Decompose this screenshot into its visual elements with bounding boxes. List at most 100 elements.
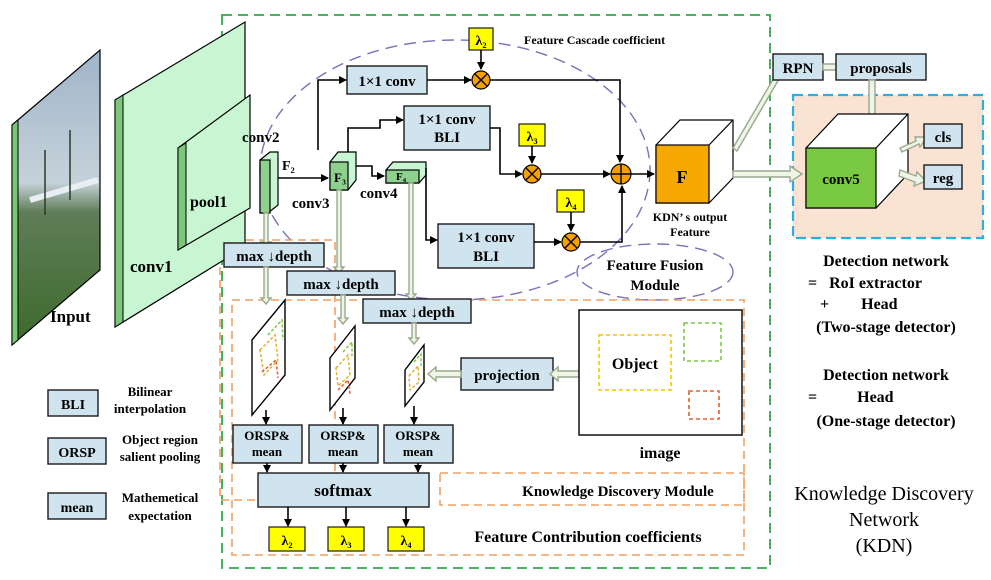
edge-output-conv5 — [732, 164, 804, 184]
box-1x1conv-label: 1×1 conv — [358, 74, 416, 90]
edge-projection-map — [426, 365, 462, 383]
f2-label: F₂ — [282, 159, 295, 174]
legend-bli-box — [47, 389, 99, 417]
saliency-map-f3 — [329, 323, 356, 413]
conv2-front — [259, 159, 271, 214]
edge-image-projection — [548, 365, 580, 383]
detection-title-2: Detection network — [823, 367, 949, 384]
module-title-frame — [439, 472, 745, 506]
edge-bli-a-mult3 — [490, 127, 523, 178]
f3-label: F₃ — [334, 170, 346, 185]
edge-mult4-sum — [580, 185, 626, 243]
output-caption-2: Feature — [670, 225, 710, 239]
detection-blue-frame — [791, 93, 985, 240]
fusion-module-2: Module — [630, 278, 680, 294]
contrib-lambda2-box — [268, 526, 306, 552]
reg-box — [923, 164, 963, 190]
conv5-label: conv5 — [822, 172, 860, 188]
image-green-box — [683, 322, 722, 362]
box-bli-b-line1: 1×1 conv — [457, 230, 515, 246]
contrib-lambda3: λ₃ — [340, 534, 351, 549]
edge-f4-low — [425, 168, 438, 244]
conv5-edge — [875, 113, 909, 149]
orsp-2-line2: mean — [328, 444, 359, 459]
legend-mean-box — [47, 492, 107, 520]
image-label: image — [640, 445, 681, 462]
legend-orsp-box — [47, 437, 107, 465]
box-bli-a-line2: BLI — [434, 130, 460, 146]
edge-f2-top — [317, 76, 347, 150]
edge-f4-maxdepth — [404, 182, 418, 302]
proposals-label: proposals — [850, 61, 912, 77]
edge-f3-mid — [347, 116, 404, 152]
f4-label: F₄ — [396, 171, 407, 183]
saliency-map-f2 — [251, 298, 286, 417]
orsp-1-line2: mean — [252, 444, 283, 459]
cls-label: cls — [935, 130, 952, 146]
input-label: Input — [50, 307, 91, 326]
input-image — [11, 48, 101, 347]
orsp-1-line1: ORSP& — [244, 428, 290, 443]
orsp-box-3 — [383, 424, 454, 464]
output-feature-label: F — [677, 167, 688, 187]
detection-one-1: = Head — [808, 389, 894, 406]
conv3-label: conv3 — [292, 196, 330, 212]
box-1x1conv — [346, 65, 428, 95]
cascade-lambda4: λ₄ — [565, 196, 577, 211]
fusion-module-1: Feature Fusion — [607, 258, 704, 274]
orsp-3-line2: mean — [403, 444, 434, 459]
conv1-side — [114, 94, 124, 328]
saliency-map-f4 — [404, 342, 425, 409]
sum-plus — [611, 164, 631, 184]
detection-two-1: = RoI extractor — [808, 275, 922, 292]
maxdepth-label-3: max ↓depth — [379, 305, 455, 321]
output-caption-1: KDN’ s output — [653, 210, 727, 224]
softmax-label: softmax — [314, 481, 372, 500]
conv2-label: conv2 — [242, 130, 280, 146]
detection-title-1: Detection network — [823, 253, 949, 270]
image-object-label: Object — [612, 356, 659, 373]
image-frame — [578, 309, 743, 436]
conv4-label: conv4 — [360, 186, 398, 202]
edge-maxdepth3-map — [407, 322, 421, 346]
conv1-label: conv1 — [130, 257, 173, 276]
edge-maxdepth1-map — [259, 266, 273, 306]
output-feature-front — [655, 144, 710, 204]
projection-label: projection — [474, 368, 540, 384]
legend-bli-line1: Bilinear — [128, 384, 173, 399]
box-bli-a-line1: 1×1 conv — [418, 112, 476, 128]
image-red-box — [688, 390, 720, 420]
edge-conv5-reg — [898, 169, 928, 188]
detection-two-3: (Two-stage detector) — [816, 319, 956, 336]
cascade-lambda3: λ₃ — [526, 130, 537, 145]
kdn-title-3: (KDN) — [856, 535, 913, 557]
orsp-box-2 — [308, 424, 379, 464]
box-1x1conv-bli-b — [437, 223, 535, 269]
discovery-orange-frame — [231, 299, 745, 556]
softmax-box — [257, 472, 430, 508]
edge-f3-maxdepth — [332, 189, 346, 275]
orsp-box-1 — [232, 424, 303, 464]
maxdepth-box-1 — [223, 242, 325, 268]
legend-mean-abbr: mean — [61, 501, 94, 516]
module-title: Knowledge Discovery Module — [522, 484, 714, 500]
rpn-label: RPN — [783, 61, 814, 77]
edge-output-rpn — [732, 74, 780, 153]
contrib-lambda4-box — [387, 526, 425, 552]
kdn-title-2: Network — [849, 509, 919, 531]
cascade-title: Feature Cascade coefficient — [524, 33, 665, 47]
edge-maxdepth2-map — [336, 294, 350, 326]
maxdepth-box-3 — [362, 298, 472, 324]
legend-orsp-line2: salient pooling — [120, 449, 201, 464]
pool1-side — [177, 142, 187, 251]
legend-bli-line2: interpolation — [114, 401, 187, 416]
mult-x-4 — [564, 235, 578, 249]
legend-bli-abbr: BLI — [61, 398, 85, 413]
box-bli-b-line2: BLI — [473, 249, 499, 265]
legend-orsp-abbr: ORSP — [58, 446, 96, 461]
legend-orsp-line1: Object region — [122, 432, 199, 447]
cls-box — [923, 123, 963, 149]
legend-mean-line2: expectation — [128, 508, 192, 523]
contrib-lambda3-box — [327, 526, 365, 552]
